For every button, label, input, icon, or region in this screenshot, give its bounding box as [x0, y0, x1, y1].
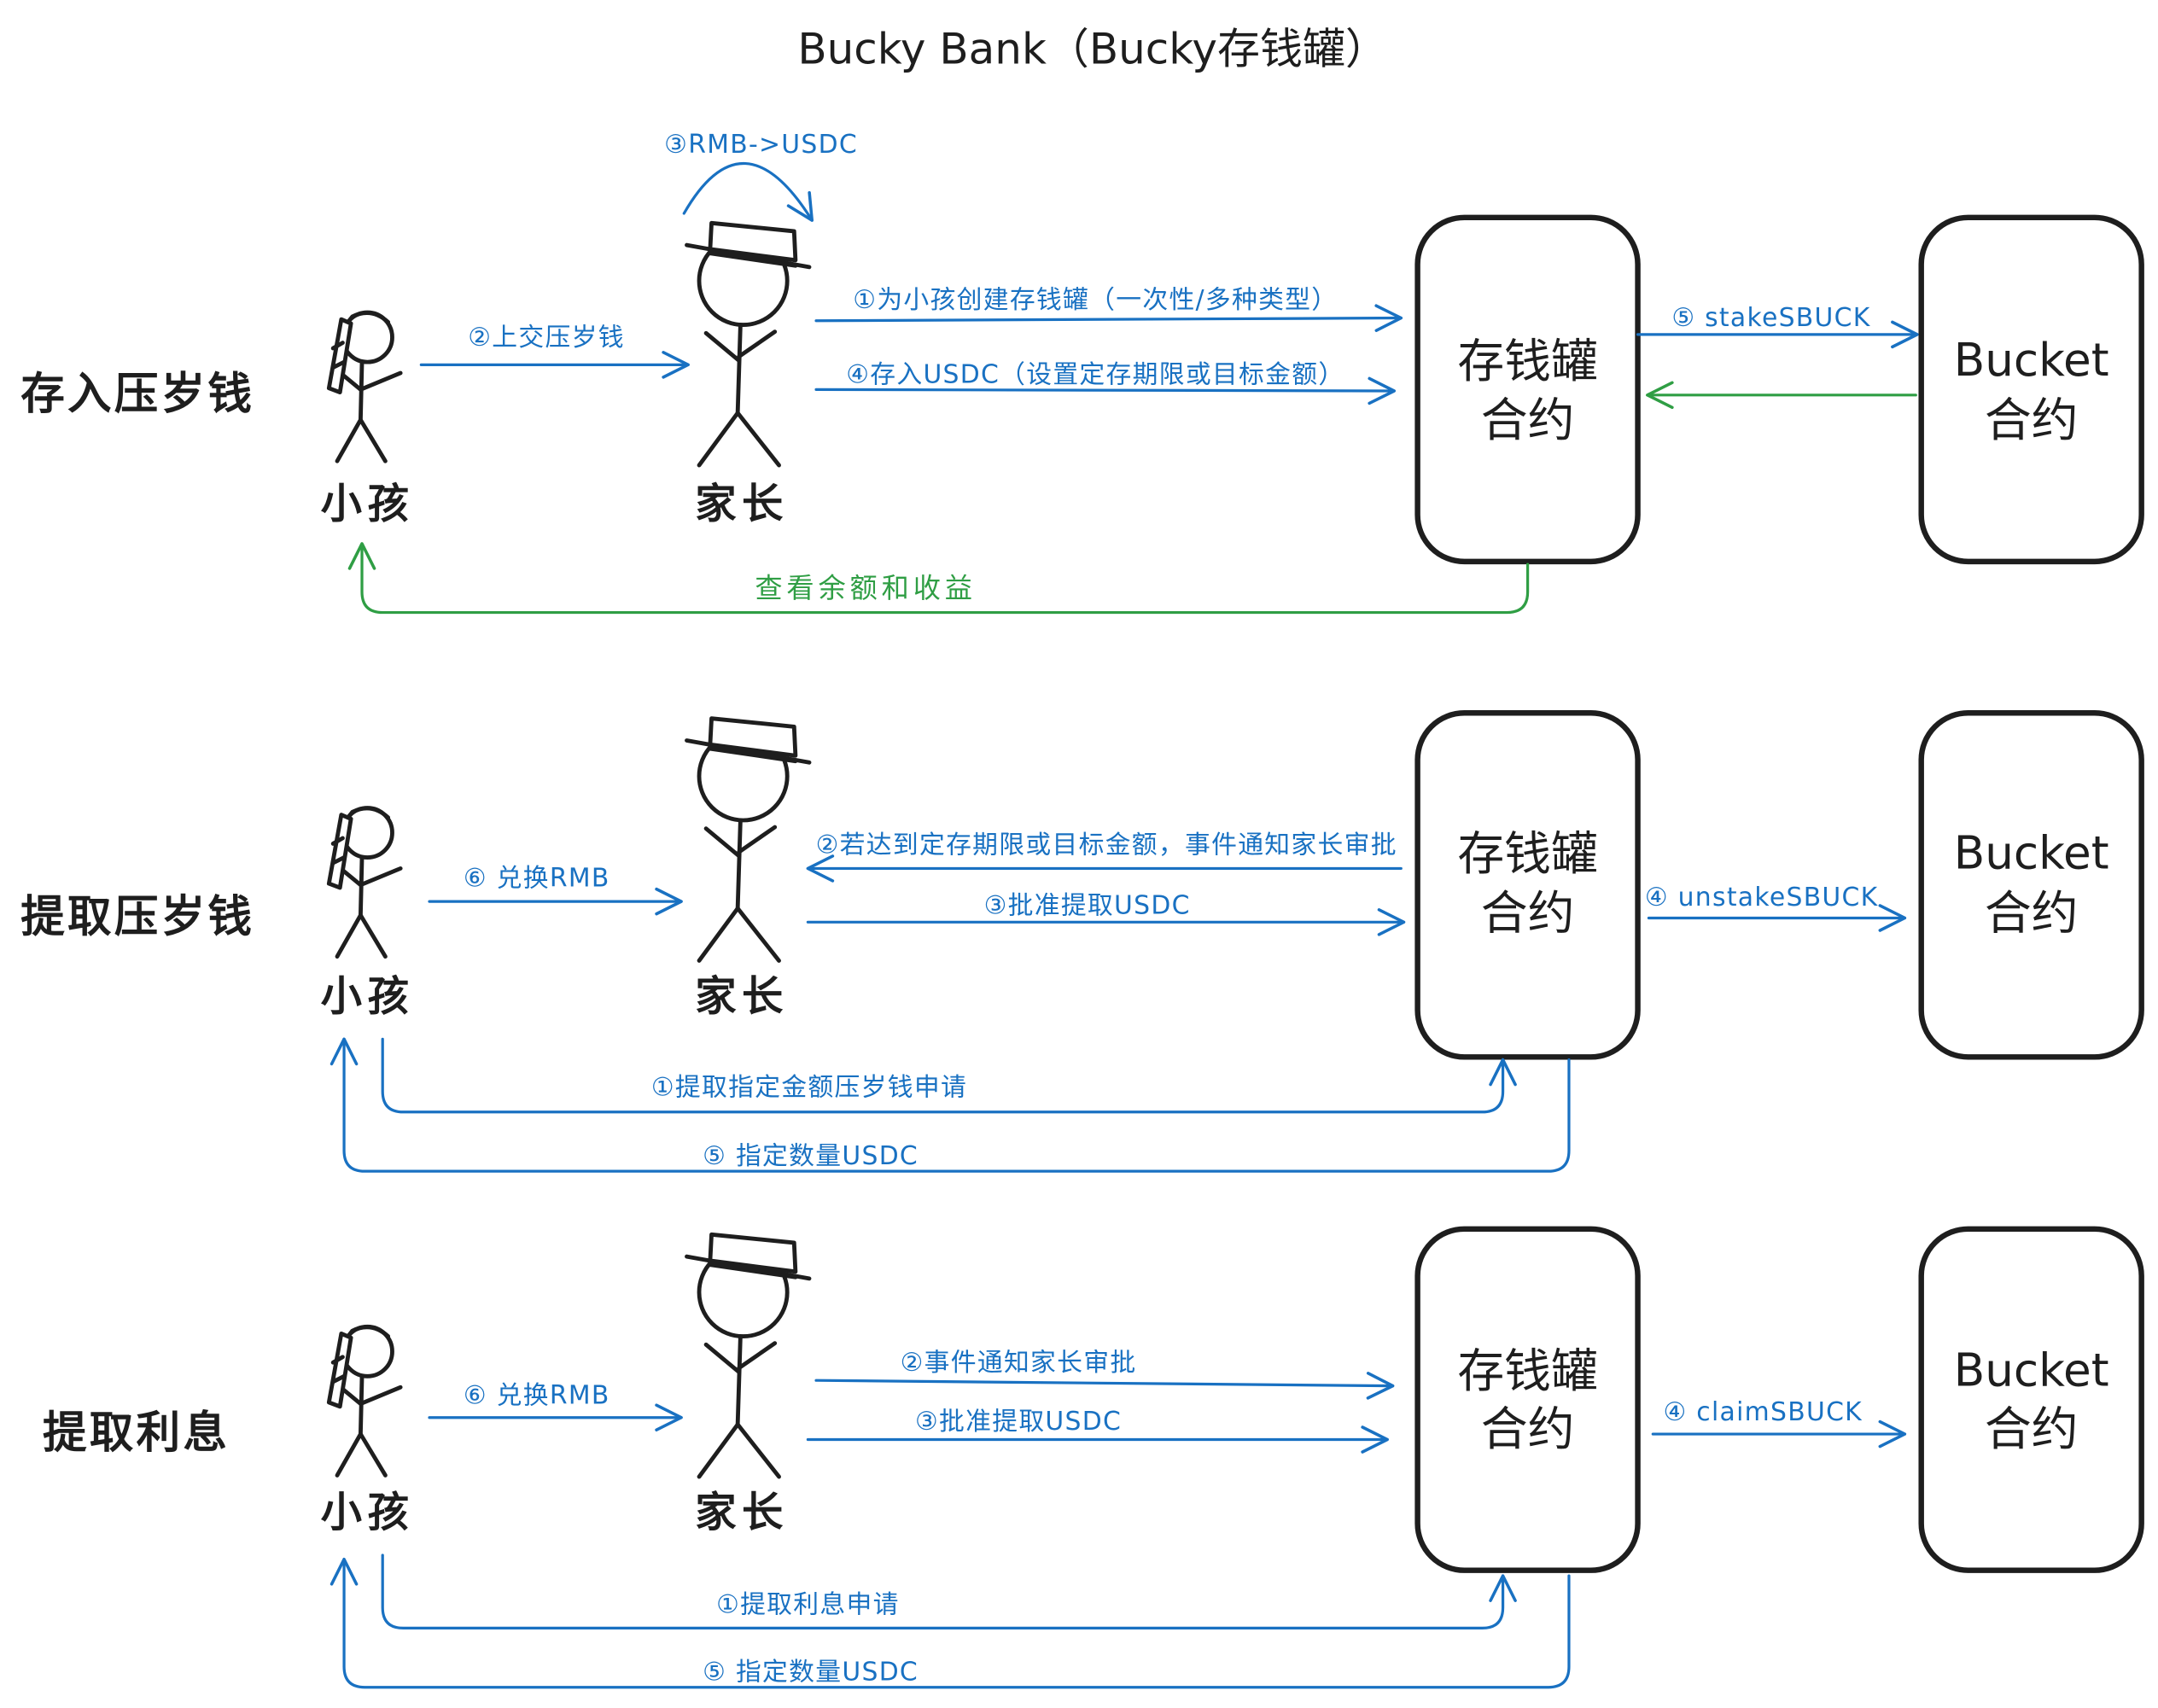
- child-label: 小孩: [321, 972, 415, 1020]
- section-claim-interest: 提取利息 小孩 家长 存钱罐 合约 Bucket 合约 ⑥ 兑换RMB ②事件通…: [43, 1226, 2144, 1689]
- parent-label: 家长: [695, 972, 789, 1020]
- child-figure: [329, 1326, 400, 1475]
- parent-figure: [687, 223, 809, 465]
- arrow-label: ③批准提取USDC: [915, 1407, 1122, 1437]
- arrow-label: ②若达到定存期限或目标金额，事件通知家长审批: [816, 831, 1397, 860]
- arrow-label: ④ unstakeSBUCK: [1645, 883, 1879, 912]
- bank-contract-box: [1414, 1226, 1641, 1573]
- arrow-label: ①提取指定金额压岁钱申请: [651, 1072, 967, 1102]
- bucket-contract-title: Bucket: [1954, 826, 2109, 879]
- bucket-contract-title: Bucket: [1954, 1344, 2109, 1397]
- bank-contract-title: 存钱罐: [1457, 334, 1597, 388]
- arrow-label: ⑤ 指定数量USDC: [703, 1658, 919, 1688]
- arrow-label: ①为小孩创建存钱罐（一次性/多种类型）: [853, 285, 1338, 315]
- parent-figure: [687, 719, 809, 961]
- arrow-label: ①提取利息申请: [716, 1590, 900, 1620]
- arrow-label: ②上交压岁钱: [468, 323, 625, 353]
- bank-contract-subtitle: 合约: [1481, 393, 1575, 447]
- section-label: 提取利息: [43, 1408, 230, 1459]
- arrow-label: ②事件通知家长审批: [901, 1348, 1137, 1378]
- arrow-send-usdc: [330, 1558, 1571, 1689]
- arrow-label: 查看余额和收益: [755, 572, 977, 604]
- bucket-contract-box: [1918, 214, 2144, 565]
- parent-label: 家长: [695, 480, 789, 528]
- section-label: 存入压岁钱: [20, 369, 254, 420]
- arrow-label: ③RMB->USDC: [664, 130, 858, 160]
- child-figure: [329, 807, 400, 956]
- child-label: 小孩: [321, 1489, 415, 1536]
- parent-label: 家长: [695, 1489, 789, 1536]
- arrow-label: ⑤ 指定数量USDC: [703, 1141, 919, 1171]
- bank-contract-subtitle: 合约: [1481, 885, 1575, 940]
- section-withdraw: 提取压岁钱 小孩 家长 存钱罐 合约 Bucket 合约 ⑥ 兑换RMB ②若达…: [20, 710, 2144, 1173]
- section-deposit: 存入压岁钱 小孩 家长 存钱罐 合约 Bucket 合约 ③RMB->USDC …: [20, 130, 2144, 615]
- bucket-contract-box: [1918, 1226, 2144, 1573]
- child-label: 小孩: [321, 480, 415, 528]
- arrow-interest-request: [381, 1554, 1517, 1629]
- arrow-notify-parent: [814, 1372, 1395, 1400]
- arrow-deposit-usdc: [814, 376, 1396, 405]
- bucket-contract-box: [1918, 710, 2144, 1060]
- bank-contract-subtitle: 合约: [1481, 1402, 1575, 1456]
- bank-contract-title: 存钱罐: [1457, 826, 1597, 881]
- arrow-label: ⑥ 兑换RMB: [464, 863, 610, 893]
- arrow-label: ⑤ stakeSBUCK: [1671, 303, 1870, 333]
- bucket-contract-title: Bucket: [1954, 334, 2109, 387]
- parent-figure: [687, 1234, 809, 1477]
- diagram-title: Bucky Bank（Bucky存钱罐）: [797, 24, 1388, 73]
- bucket-contract-subtitle: 合约: [1985, 1402, 2079, 1456]
- arrow-send-usdc: [330, 1037, 1571, 1173]
- arrow-label: ④存入USDC（设置定存期限或目标金额）: [846, 359, 1344, 389]
- child-figure: [329, 312, 400, 461]
- bank-contract-box: [1414, 214, 1641, 565]
- arrow-label: ⑥ 兑换RMB: [464, 1381, 610, 1411]
- arrow-rmb-to-usdc: [682, 161, 814, 222]
- arrow-view-balance: [347, 542, 1530, 615]
- arrow-withdraw-request: [381, 1037, 1517, 1114]
- bucket-contract-subtitle: 合约: [1985, 885, 2079, 940]
- bank-contract-title: 存钱罐: [1457, 1344, 1597, 1398]
- bank-contract-box: [1414, 710, 1641, 1060]
- arrow-create-bank: [814, 304, 1403, 332]
- bucket-contract-subtitle: 合约: [1985, 393, 2079, 447]
- section-label: 提取压岁钱: [20, 892, 254, 943]
- arrow-label: ③批准提取USDC: [984, 891, 1191, 921]
- arrow-label: ④ claimSBUCK: [1664, 1397, 1863, 1427]
